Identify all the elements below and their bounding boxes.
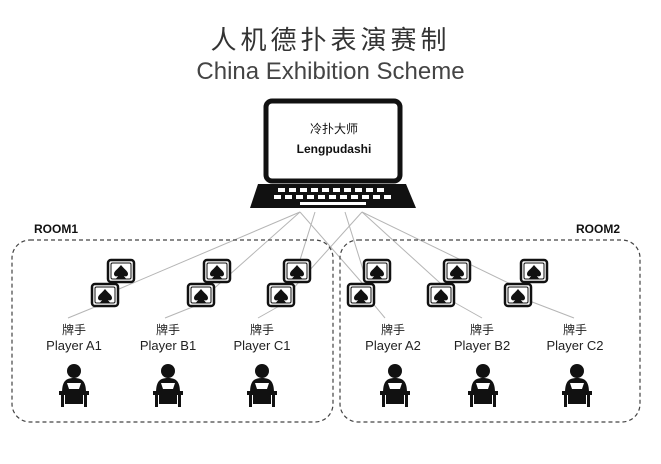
player-name-b1: Player B1 bbox=[139, 338, 197, 353]
player-name-a1: Player A1 bbox=[46, 338, 102, 353]
player-name-c1: Player C1 bbox=[233, 338, 291, 353]
room1-label: ROOM1 bbox=[34, 222, 79, 236]
computer-name-en: Lengpudashi bbox=[296, 142, 372, 156]
title-chinese: 人机德扑表演赛制 bbox=[210, 26, 451, 56]
computer-name-cn: 冷扑大师 bbox=[309, 122, 358, 136]
connection-line bbox=[111, 211, 301, 293]
player-role-b1: 牌手 bbox=[155, 323, 180, 337]
player-name-b2: Player B2 bbox=[453, 338, 511, 353]
player-icon-a2 bbox=[380, 364, 410, 407]
player-role-c1: 牌手 bbox=[249, 323, 274, 337]
player-icon-b2 bbox=[468, 364, 498, 407]
room2-box bbox=[339, 239, 641, 423]
player-role-a1: 牌手 bbox=[61, 323, 86, 337]
title-english: China Exhibition Scheme bbox=[196, 58, 465, 85]
player-role-a2: 牌手 bbox=[380, 323, 405, 337]
player-role-b2: 牌手 bbox=[469, 323, 494, 337]
card-hand-icon-c2 bbox=[505, 260, 547, 306]
player-icon-a1 bbox=[59, 364, 89, 407]
card-hand-icon-c1 bbox=[268, 260, 310, 306]
player-icon-b1 bbox=[153, 364, 183, 407]
laptop-icon bbox=[250, 98, 416, 208]
connection-line bbox=[299, 211, 371, 293]
card-hand-icon-a2 bbox=[348, 260, 390, 306]
connection-line bbox=[361, 211, 451, 293]
card-hand-icon-a1 bbox=[92, 260, 134, 306]
room1-box bbox=[11, 239, 334, 423]
connection-line bbox=[361, 211, 528, 293]
player-name-c2: Player C2 bbox=[546, 338, 604, 353]
player-role-c2: 牌手 bbox=[562, 323, 587, 337]
card-hand-icon-b1 bbox=[188, 260, 230, 306]
card-hand-icon-b2 bbox=[428, 260, 470, 306]
connection-lines bbox=[67, 211, 575, 319]
connection-line bbox=[449, 299, 483, 319]
player-icon-c1 bbox=[247, 364, 277, 407]
player-name-a2: Player A2 bbox=[365, 338, 421, 353]
room2-label: ROOM2 bbox=[576, 222, 621, 236]
connection-line bbox=[526, 299, 575, 319]
player-icon-c2 bbox=[562, 364, 592, 407]
